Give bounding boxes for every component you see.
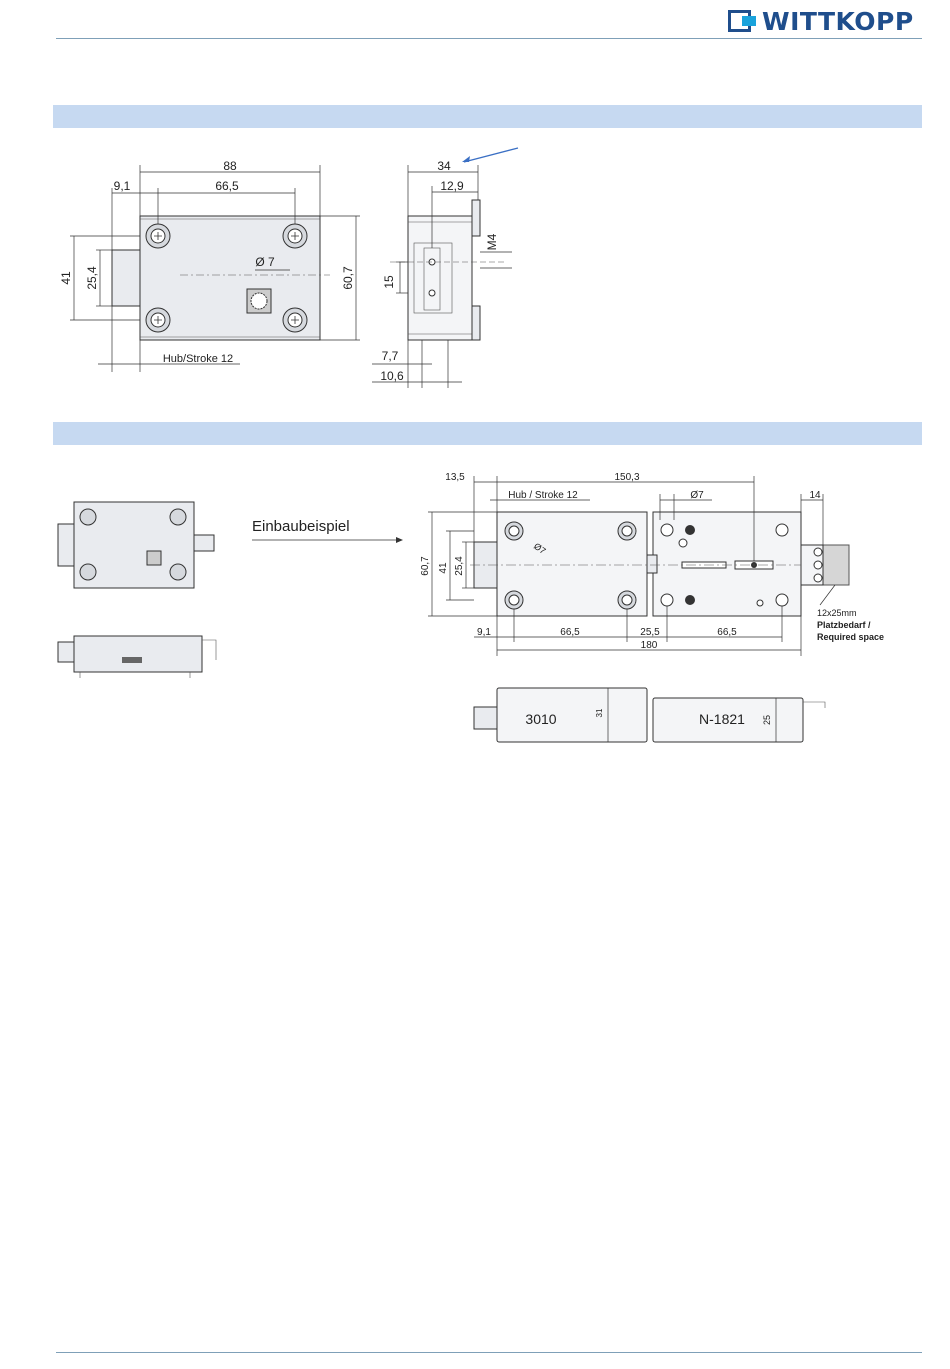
example-label: Einbaubeispiel xyxy=(252,518,350,535)
bottom-dim-2: 66,5 xyxy=(560,627,580,638)
dim-hole-spacing: 66,5 xyxy=(215,179,239,193)
bottom-dim-1: 9,1 xyxy=(477,627,491,638)
small-side-view xyxy=(58,636,216,678)
dim-hole-diameter-2: Ø7 xyxy=(690,490,704,501)
dim2-height-outer: 41 xyxy=(438,562,449,574)
dim-height-total: 60,7 xyxy=(341,266,355,290)
drawing-2: Einbaubeispiel xyxy=(0,460,950,750)
side-dim-a: 7,7 xyxy=(382,349,399,363)
stroke-label: Hub/Stroke 12 xyxy=(163,353,233,365)
dim-overall-width: 88 xyxy=(223,159,237,173)
footer-rule xyxy=(56,1352,922,1353)
dim2-height-inner: 25,4 xyxy=(454,556,465,576)
bottom-dim-4: 66,5 xyxy=(717,627,737,638)
bolt xyxy=(112,250,140,306)
space-label-2: Platzbedarf / xyxy=(817,620,871,630)
screw-hole xyxy=(146,308,170,332)
stroke-label-2: Hub / Stroke 12 xyxy=(508,490,578,501)
model-right-height: 25 xyxy=(762,715,772,725)
space-label-3: Required space xyxy=(817,632,884,642)
combined-side-view: 3010 31 N-1821 25 xyxy=(474,688,825,742)
screw-hole xyxy=(283,224,307,248)
small-front-view xyxy=(58,502,214,588)
space-label-1: 12x25mm xyxy=(817,608,857,618)
screw-hole xyxy=(283,308,307,332)
logo-mark-icon xyxy=(728,10,758,32)
dim-offset-left: 9,1 xyxy=(114,179,131,193)
drawing-1: 88 9,1 66,5 Ø 7 41 25,4 60,7 Hub/Stroke … xyxy=(0,140,950,400)
combined-top-view: 13,5 150,3 Hub / Stroke 12 Ø7 14 Ø7 60,7… xyxy=(420,472,884,656)
side-dim-height: 15 xyxy=(382,275,396,289)
dim-hole-diameter: Ø 7 xyxy=(255,255,275,269)
section-band-2 xyxy=(53,422,922,445)
model-right: N-1821 xyxy=(699,711,745,727)
front-view: 88 9,1 66,5 Ø 7 41 25,4 60,7 Hub/Stroke … xyxy=(59,159,360,372)
side-dim-b: 10,6 xyxy=(380,369,404,383)
dim-total-bottom: 180 xyxy=(641,640,658,651)
model-left: 3010 xyxy=(525,711,556,727)
pointer-arrow xyxy=(464,148,518,162)
header-rule xyxy=(56,38,922,39)
arrow-head-icon xyxy=(462,156,470,162)
dim2-height-total: 60,7 xyxy=(420,556,431,576)
dim-height-inner: 25,4 xyxy=(85,266,99,290)
dim-left: 13,5 xyxy=(445,472,465,483)
side-dim-thread: M4 xyxy=(485,233,499,250)
side-dim-offset: 12,9 xyxy=(440,179,464,193)
arrow-right-icon xyxy=(396,537,403,543)
side-view: 34 12,9 M4 15 7,7 10,6 xyxy=(372,148,518,388)
logo-text: WITTKOPP xyxy=(762,7,914,36)
model-left-height: 31 xyxy=(595,708,604,717)
dim-height-outer: 41 xyxy=(59,271,73,285)
dim-right: 14 xyxy=(809,490,821,501)
side-dim-width: 34 xyxy=(437,159,451,173)
section-band-1 xyxy=(53,105,922,128)
screw-hole xyxy=(146,224,170,248)
dim-total-top: 150,3 xyxy=(614,472,639,483)
bottom-dim-3: 25,5 xyxy=(640,627,660,638)
wittkopp-logo: WITTKOPP xyxy=(728,6,914,36)
